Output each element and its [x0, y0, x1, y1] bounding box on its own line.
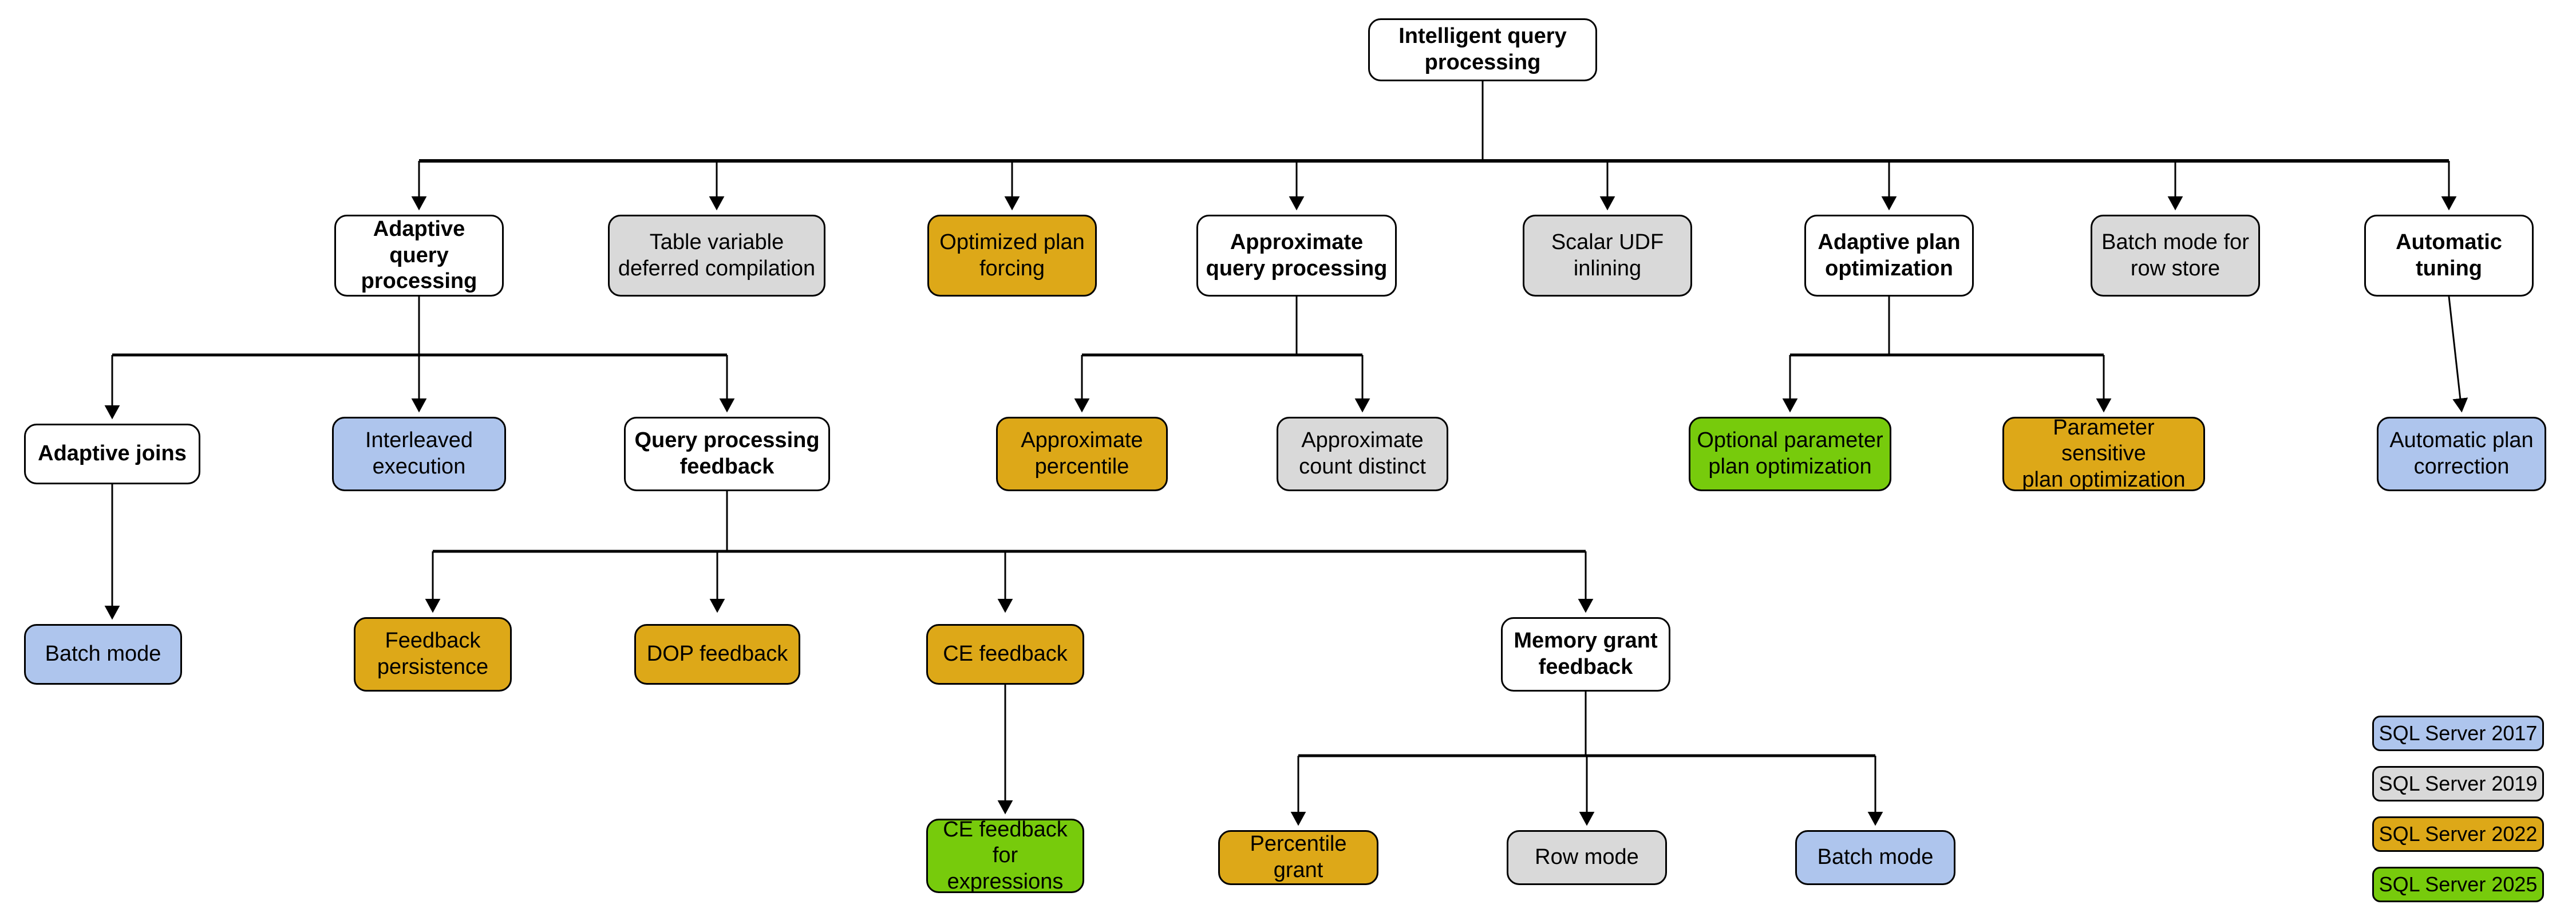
node-root[interactable]: Intelligent query processing	[1368, 18, 1597, 81]
node-qpf[interactable]: Query processing feedback	[624, 417, 830, 491]
legend-item-sql-server-2022: SQL Server 2022	[2372, 816, 2544, 852]
node-oppo[interactable]: Optional parameter plan optimization	[1689, 417, 1891, 491]
node-psp[interactable]: Parameter sensitive plan optimization	[2002, 416, 2205, 492]
node-aqp[interactable]: Adaptive query processing	[334, 215, 504, 297]
legend-item-sql-server-2025: SQL Server 2025	[2372, 867, 2544, 902]
node-ie[interactable]: Interleaved execution	[332, 417, 506, 491]
node-dop[interactable]: DOP feedback	[634, 624, 800, 685]
node-ap[interactable]: Approximate percentile	[996, 417, 1168, 491]
node-pg[interactable]: Percentile grant	[1218, 830, 1378, 885]
node-approx[interactable]: Approximate query processing	[1196, 215, 1397, 297]
node-cefe[interactable]: CE feedback for expressions	[926, 818, 1084, 894]
node-at[interactable]: Automatic tuning	[2364, 215, 2534, 297]
legend-item-sql-server-2019: SQL Server 2019	[2372, 766, 2544, 802]
node-rm[interactable]: Row mode	[1507, 830, 1667, 885]
node-apc[interactable]: Automatic plan correction	[2377, 417, 2546, 491]
node-opf[interactable]: Optimized plan forcing	[927, 215, 1097, 297]
node-tvdc[interactable]: Table variable deferred compilation	[608, 215, 825, 297]
node-mgf[interactable]: Memory grant feedback	[1501, 617, 1670, 692]
node-apo[interactable]: Adaptive plan optimization	[1804, 215, 1974, 297]
node-bmrs[interactable]: Batch mode for row store	[2091, 215, 2260, 297]
node-bm1[interactable]: Batch mode	[24, 624, 182, 685]
node-acd[interactable]: Approximate count distinct	[1277, 417, 1448, 491]
node-udf[interactable]: Scalar UDF inlining	[1523, 215, 1692, 297]
node-bm2[interactable]: Batch mode	[1795, 830, 1955, 885]
node-ce[interactable]: CE feedback	[926, 624, 1084, 685]
node-aj[interactable]: Adaptive joins	[24, 424, 200, 484]
node-fp[interactable]: Feedback persistence	[354, 617, 512, 692]
connector-line	[2448, 296, 2468, 413]
legend-item-sql-server-2017: SQL Server 2017	[2372, 716, 2544, 751]
